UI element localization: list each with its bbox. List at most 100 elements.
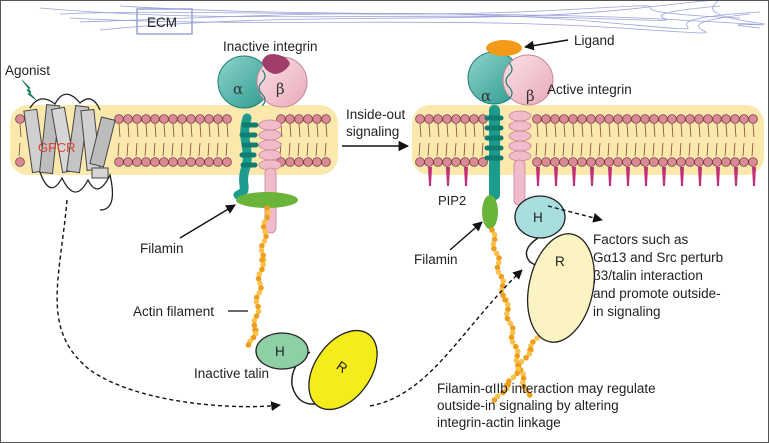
filamin-aiib-text-line3: integrin-actin linkage — [437, 415, 561, 430]
lipid-head — [532, 157, 542, 167]
lipid-head — [667, 157, 677, 167]
lipid-head — [739, 157, 749, 167]
lipid-head — [595, 114, 605, 124]
inside-out-label-line2: signaling — [346, 124, 399, 139]
lipid-head — [721, 114, 731, 124]
lipid-head — [460, 114, 470, 124]
lipid-head — [703, 114, 713, 124]
lipid-head — [294, 157, 304, 167]
lipid-head — [321, 114, 331, 124]
pip2-lipid — [698, 167, 702, 186]
lipid-head — [415, 114, 425, 124]
ecm-fiber — [79, 11, 761, 30]
talin-perturb-arrow — [547, 205, 603, 223]
lipid-head — [568, 157, 578, 167]
lipid-head — [631, 157, 641, 167]
lipid-head — [595, 157, 605, 167]
lipid-head — [568, 114, 578, 124]
pip2-lipid — [716, 167, 720, 186]
factors-text-line5: in signaling — [593, 304, 661, 319]
lipid-head — [213, 114, 223, 124]
lipid-head — [541, 157, 551, 167]
lipid-head — [586, 157, 596, 167]
actin-filament-label: Actin filament — [133, 304, 214, 319]
ecm-label-box — [136, 8, 193, 35]
gpcr-to-talin-arrow — [56, 199, 281, 411]
lipid-head — [204, 114, 214, 124]
lipid-head — [424, 157, 434, 167]
filamin-right — [482, 195, 498, 229]
lipid-head — [222, 157, 232, 167]
lipid-head — [640, 157, 650, 167]
ecm-fiber — [39, 5, 721, 21]
talin-activation-arrow — [369, 269, 523, 407]
lipid-head — [150, 157, 160, 167]
pip2-lipid — [734, 167, 738, 186]
active-talin-r-label: R — [555, 254, 565, 269]
ecm-label: ECM — [147, 15, 177, 30]
lipid-head — [451, 157, 461, 167]
filamin-right-label: Filamin — [414, 252, 458, 267]
lipid-head — [186, 157, 196, 167]
lipid-head — [469, 157, 479, 167]
lipid-head — [649, 114, 659, 124]
lipid-head — [649, 157, 659, 167]
lipid-head — [168, 157, 178, 167]
lipid-head — [550, 157, 560, 167]
lipid-head — [550, 114, 560, 124]
pip2-lipid — [644, 167, 648, 186]
ecm-fiber — [59, 5, 741, 19]
pip2-lipid — [428, 167, 432, 186]
lipid-head — [469, 114, 479, 124]
lipid-head — [159, 157, 169, 167]
factors-text-line4: and promote outside- — [593, 286, 721, 301]
lipid-head — [132, 157, 142, 167]
lipid-head — [177, 157, 187, 167]
active-talin — [514, 195, 595, 343]
ligand-arrow — [524, 39, 569, 51]
pip2-lipid — [680, 167, 684, 186]
inactive-talin — [255, 329, 378, 411]
lipid-head — [303, 114, 313, 124]
factors-text-line1: Factors such as — [593, 232, 689, 247]
lipid-head — [15, 157, 25, 167]
lipid-head — [748, 114, 758, 124]
filamin-right-arrow — [449, 221, 483, 251]
lipid-head — [433, 157, 443, 167]
lipid-head — [631, 114, 641, 124]
active-alpha-label: α — [481, 87, 491, 105]
lipid-head — [676, 157, 686, 167]
lipid-head — [586, 114, 596, 124]
lipid-head — [168, 114, 178, 124]
lipid-head — [577, 157, 587, 167]
inactive-alpha-label: α — [233, 80, 243, 98]
pip2-lipid — [446, 167, 450, 186]
active-integrin — [467, 51, 554, 206]
lipid-head — [451, 114, 461, 124]
lipid-head — [685, 114, 695, 124]
lipid-head — [685, 157, 695, 167]
lipid-head — [123, 114, 133, 124]
factors-text-line3: β3/talin interaction — [593, 268, 703, 283]
pip2-lipid — [464, 167, 468, 186]
lipid-head — [303, 157, 313, 167]
gpcr-receptor — [23, 93, 116, 211]
inside-out-label-line1: Inside-out — [346, 107, 406, 122]
lipid-head — [622, 114, 632, 124]
ligand-label: Ligand — [574, 33, 615, 48]
lipid-head — [141, 114, 151, 124]
pip2-lipid — [662, 167, 666, 186]
lipid-head — [222, 114, 232, 124]
lipid-head — [433, 114, 443, 124]
factors-text-line2: Gα13 and Src perturb — [593, 250, 723, 265]
filamin-left-arrow — [179, 204, 236, 239]
lipid-head — [622, 157, 632, 167]
lipid-head — [132, 114, 142, 124]
ligand — [486, 40, 522, 56]
lipid-head — [712, 114, 722, 124]
lipid-head — [141, 157, 151, 167]
lipid-head — [321, 157, 331, 167]
ecm-fiber — [99, 0, 766, 31]
lipid-head — [415, 157, 425, 167]
